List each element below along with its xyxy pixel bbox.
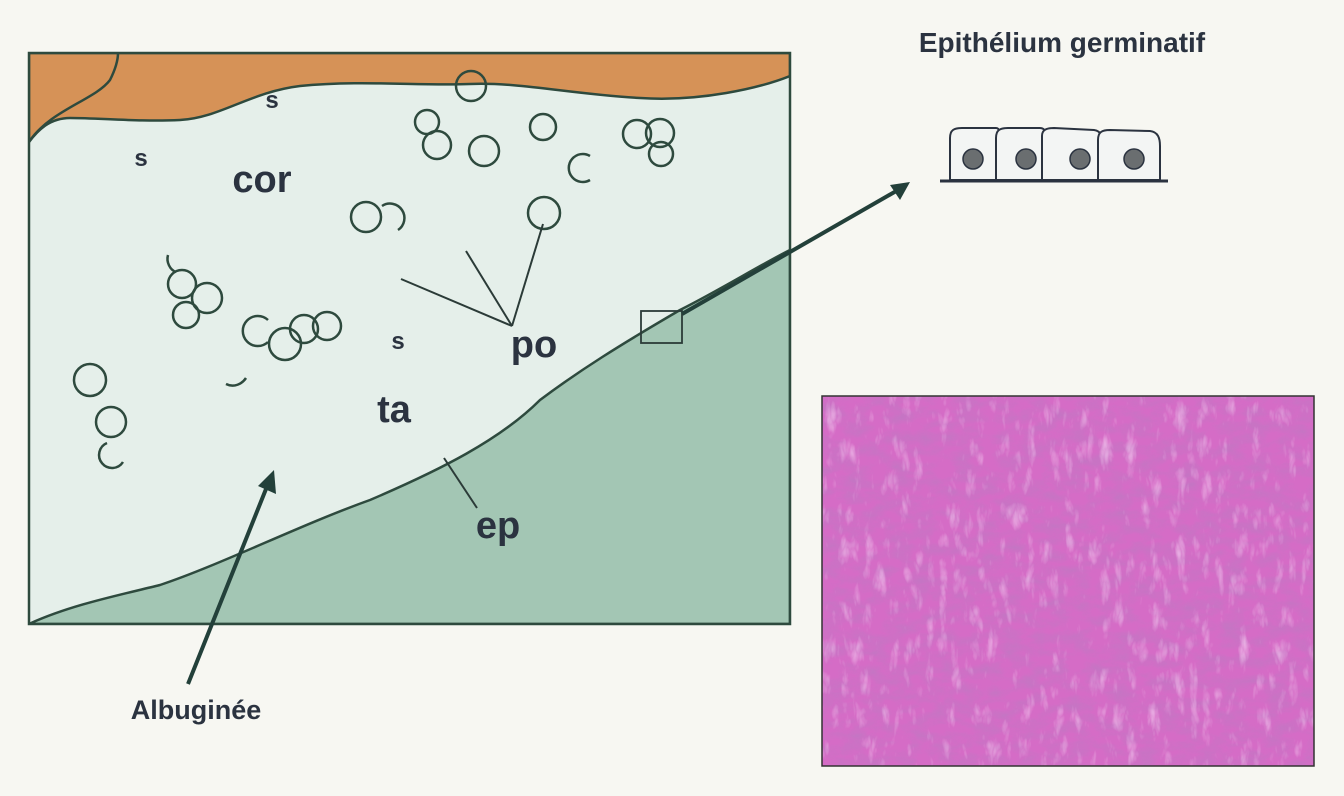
surface-region <box>29 248 790 624</box>
follicle <box>349 200 383 234</box>
label-ep: ep <box>476 505 520 547</box>
follicle <box>225 377 248 387</box>
follicle <box>267 326 303 362</box>
nucleus <box>962 148 984 170</box>
nucleus <box>1015 148 1037 170</box>
section-panel <box>29 53 790 624</box>
po-leader-lines <box>400 223 544 327</box>
follicle <box>621 118 653 150</box>
zoom-arrow <box>681 182 910 316</box>
leader-line <box>511 223 544 327</box>
follicle <box>72 362 108 398</box>
histology-micrograph <box>821 395 1315 767</box>
follicle <box>647 140 675 168</box>
follicle <box>97 441 125 470</box>
title: Epithélium germinatif <box>919 27 1206 58</box>
epithelium-detail <box>940 126 1168 183</box>
follicle <box>528 112 558 142</box>
panel-border <box>27 51 792 626</box>
label-po: po <box>511 324 557 366</box>
nucleus <box>1069 148 1091 170</box>
leader-line <box>465 250 513 327</box>
follicle <box>644 117 676 149</box>
label-ta: ta <box>377 389 412 431</box>
follicle <box>526 195 562 231</box>
label-albuginee: Albuginée <box>131 695 262 725</box>
medulla-region <box>29 53 790 145</box>
follicle <box>190 281 224 315</box>
label-s-center: s <box>391 328 404 355</box>
follicle <box>311 310 343 342</box>
follicle <box>381 202 406 232</box>
medulla-boundary-line <box>29 53 120 143</box>
follicles <box>72 69 676 470</box>
follicle <box>467 134 501 168</box>
albuginee-arrow <box>186 470 276 685</box>
nucleus <box>1123 148 1145 170</box>
follicle <box>454 69 488 103</box>
zoom-box <box>640 310 683 344</box>
follicle <box>288 313 320 345</box>
ep-leader-line <box>443 457 478 509</box>
follicle <box>94 405 128 439</box>
follicle <box>421 129 453 161</box>
leader-line <box>400 278 513 327</box>
follicle <box>567 152 591 184</box>
follicle <box>166 268 198 300</box>
label-cor: cor <box>232 159 291 201</box>
follicle <box>171 300 201 330</box>
follicle <box>241 314 269 348</box>
label-s-left: s <box>134 145 147 172</box>
label-s-top: s <box>265 87 278 114</box>
